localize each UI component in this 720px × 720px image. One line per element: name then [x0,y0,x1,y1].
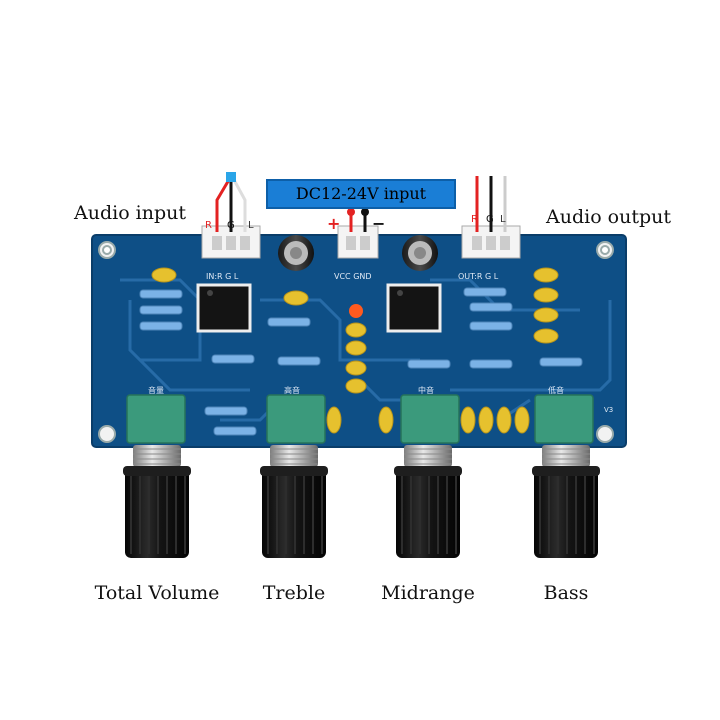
knob-treble[interactable] [260,445,328,558]
input-wire-g-label: G [227,220,235,231]
silkscreen-version: V3 [604,406,613,414]
resistors [139,287,583,436]
silkscreen-mid: 中音 [418,385,434,395]
potentiometer-bodies [126,394,594,444]
electrolytic-capacitor [278,235,438,271]
knob-total-volume[interactable] [123,445,191,558]
minus-sign: − [372,214,385,233]
input-wire-r-label: R [205,220,212,231]
output-wire-l-label: L [500,214,506,225]
audio-input-label: Audio input [74,202,187,224]
silkscreen-bass: 低音 [548,385,564,395]
knob-label-total-volume: Total Volume [94,582,220,604]
ceramic-capacitors [151,267,559,434]
output-wires [475,176,507,232]
audio-output-label: Audio output [546,206,672,228]
input-wires [215,172,247,232]
power-wires [347,208,369,232]
op-amp-ic [196,283,442,333]
silkscreen-volume: 音量 [148,385,164,395]
silkscreen-power: VCC GND [334,272,372,281]
input-wire-l-label: L [248,220,254,231]
output-connector [461,225,521,259]
silkscreen-treble: 高音 [284,385,300,395]
output-wire-r-label: R [471,214,478,225]
knob-label-midrange: Midrange [381,582,475,604]
power-led [349,304,363,318]
output-wire-g-label: G [486,214,494,225]
knob-bass[interactable] [532,445,600,558]
power-connector [337,225,379,259]
knob-label-treble: Treble [262,582,326,604]
knob-label-bass: Bass [543,582,589,604]
plus-sign: + [327,214,340,233]
silkscreen-out: OUT:R G L [458,272,499,281]
power-input-label: DC12-24V input [266,179,456,209]
silkscreen-in: IN:R G L [206,272,239,281]
knob-midrange[interactable] [394,445,462,558]
knobs [123,445,600,558]
